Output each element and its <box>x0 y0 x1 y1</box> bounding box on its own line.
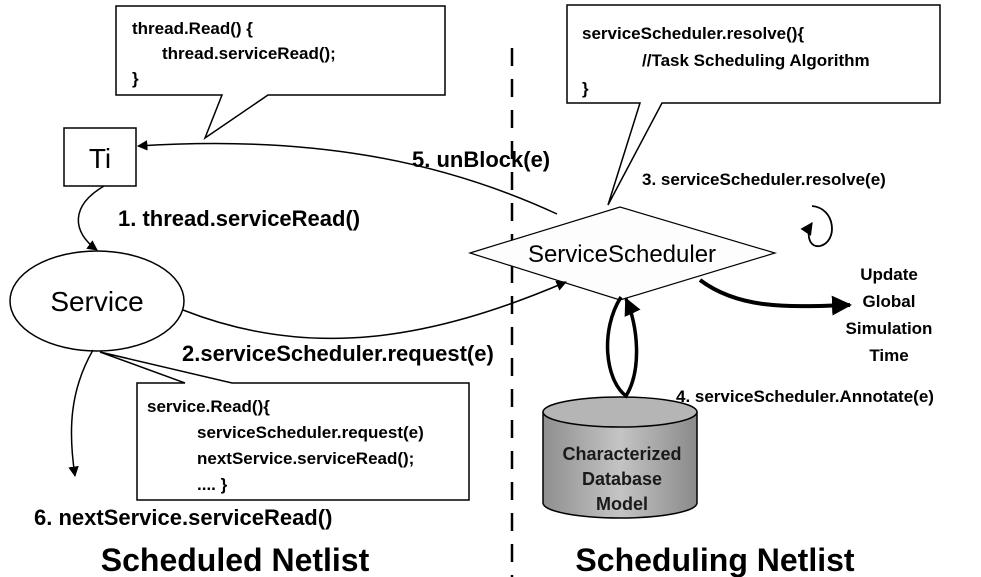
ti-node: Ti <box>63 127 137 187</box>
scheduler-resolve-callout: serviceScheduler.resolve(){ //Task Sched… <box>566 4 941 206</box>
code-line: .... } <box>197 475 228 494</box>
service-scheduler-label: ServiceScheduler <box>528 241 716 268</box>
service-read-callout: service.Read(){ serviceScheduler.request… <box>99 351 470 501</box>
service-scheduler-node: ServiceScheduler <box>467 206 778 301</box>
update-time-label: Update Global Simulation Time <box>846 265 933 365</box>
code-line: //Task Scheduling Algorithm <box>642 51 870 70</box>
service-label: Service <box>50 286 143 317</box>
edge-unblock <box>136 140 558 215</box>
step1-label: 1. thread.serviceRead() <box>118 206 360 231</box>
edge-thread-to-service <box>77 185 105 251</box>
code-line: } <box>582 79 589 98</box>
scheduled-netlist-title: Scheduled Netlist <box>101 542 370 577</box>
scheduling-netlist-title: Scheduling Netlist <box>575 542 854 577</box>
edge-service-to-scheduler <box>182 280 567 340</box>
step2-label: 2.serviceScheduler.request(e) <box>182 341 494 366</box>
step4-label: 4. serviceScheduler.Annotate(e) <box>676 387 934 406</box>
code-line: thread.Read() { <box>132 19 253 38</box>
edge-resolve-selfloop <box>800 205 833 247</box>
database-label-line: Characterized <box>562 444 681 464</box>
step6-label: 6. nextService.serviceRead() <box>34 505 332 530</box>
code-line: service.Read(){ <box>147 397 270 416</box>
database-label-line: Model <box>596 494 648 514</box>
step5-label: 5. unBlock(e) <box>412 147 550 172</box>
service-node: Service <box>9 250 185 352</box>
step3-label: 3. serviceScheduler.resolve(e) <box>642 170 886 189</box>
database-label-line: Database <box>582 469 662 489</box>
code-line: nextService.serviceRead(); <box>197 449 414 468</box>
update-label-line: Time <box>869 346 908 365</box>
ti-label: Ti <box>89 143 111 174</box>
edge-annotate <box>605 296 641 399</box>
code-line: serviceScheduler.resolve(){ <box>582 24 804 43</box>
code-line: serviceScheduler.request(e) <box>197 423 424 442</box>
edge-update-time <box>698 278 852 316</box>
update-label-line: Update <box>860 265 918 284</box>
edge-next-service <box>68 349 94 478</box>
thread-read-callout: thread.Read() { thread.serviceRead(); } <box>115 5 446 140</box>
update-label-line: Global <box>863 292 916 311</box>
characterized-database-node: Characterized Database Model <box>542 396 698 519</box>
code-line: thread.serviceRead(); <box>162 44 336 63</box>
update-label-line: Simulation <box>846 319 933 338</box>
code-line: } <box>132 69 139 88</box>
